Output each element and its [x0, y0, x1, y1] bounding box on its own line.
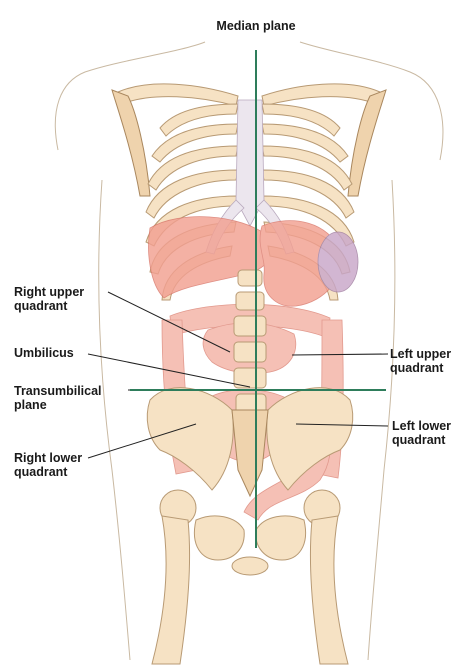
label-transumbilical-plane: Transumbilical plane	[14, 384, 105, 412]
label-transumbilical-plane-line2: plane	[14, 398, 47, 412]
label-left-lower-quadrant-line2: quadrant	[392, 433, 446, 447]
label-left-upper-quadrant-line1: Left upper	[390, 347, 451, 361]
label-umbilicus: Umbilicus	[14, 346, 74, 360]
femurs	[152, 490, 348, 664]
spleen	[318, 232, 358, 292]
label-right-upper-quadrant: Right upper quadrant	[14, 285, 88, 313]
label-right-upper-quadrant-line1: Right upper	[14, 285, 84, 299]
label-median-plane: Median plane	[216, 19, 295, 33]
label-left-lower-quadrant-line1: Left lower	[392, 419, 451, 433]
label-right-upper-quadrant-line2: quadrant	[14, 299, 68, 313]
label-left-upper-quadrant: Left upper quadrant	[390, 347, 455, 375]
label-right-lower-quadrant-line1: Right lower	[14, 451, 82, 465]
label-left-lower-quadrant: Left lower quadrant	[392, 419, 455, 447]
label-right-lower-quadrant: Right lower quadrant	[14, 451, 86, 479]
label-left-upper-quadrant-line2: quadrant	[390, 361, 444, 375]
label-right-lower-quadrant-line2: quadrant	[14, 465, 68, 479]
label-transumbilical-plane-line1: Transumbilical	[14, 384, 102, 398]
